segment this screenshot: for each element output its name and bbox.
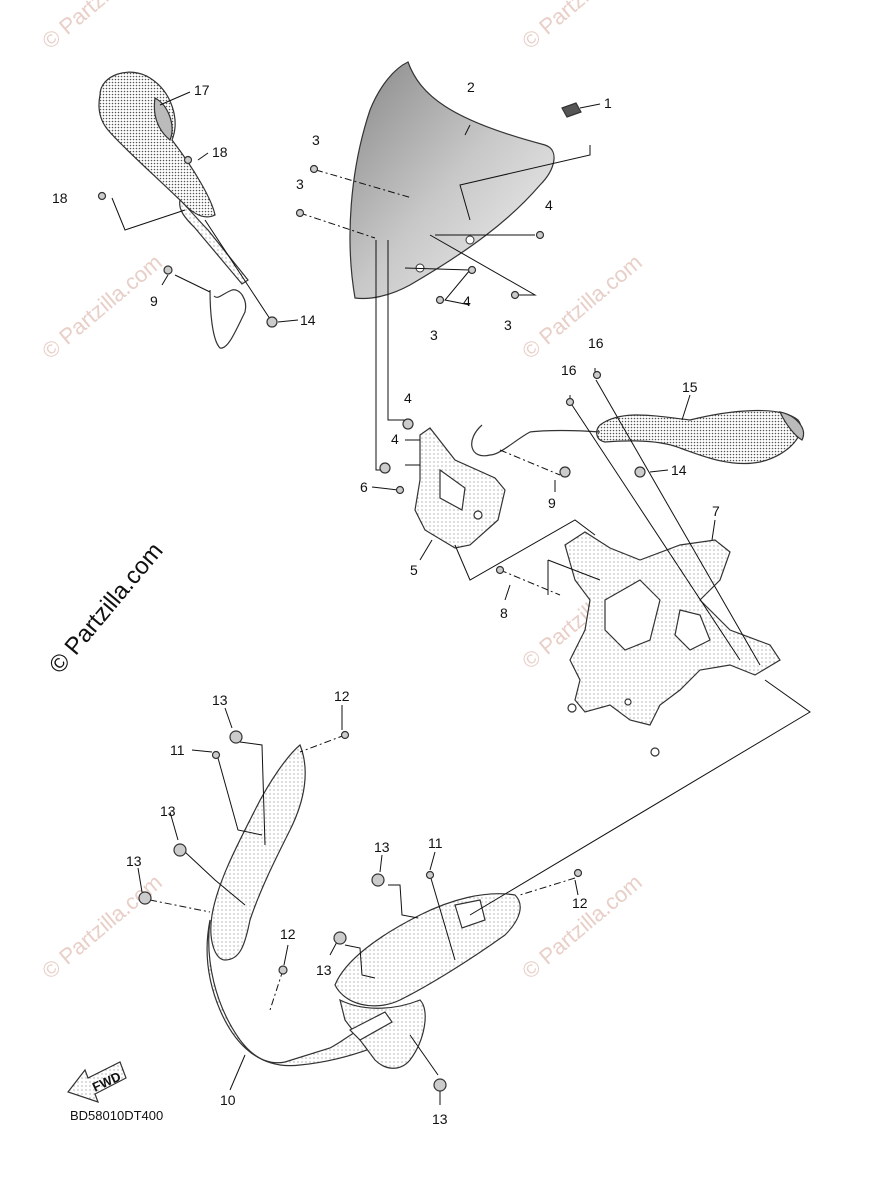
hardware	[97, 155, 646, 1092]
callout-16: 16	[561, 362, 577, 378]
callout-1: 1	[604, 95, 612, 111]
fwd-label: FWD	[90, 1069, 123, 1095]
callout-3: 3	[296, 176, 304, 192]
callout-15: 15	[682, 379, 698, 395]
windscreen-part	[349, 61, 555, 300]
callout-2: 2	[467, 79, 475, 95]
callout-18: 18	[52, 190, 68, 206]
callout-4: 4	[545, 197, 553, 213]
leader-lines	[111, 91, 811, 1105]
callout-11: 11	[428, 835, 443, 851]
callout-14: 14	[671, 462, 687, 478]
right-mirror-wire	[471, 424, 601, 457]
callout-7: 7	[712, 503, 720, 519]
callout-12: 12	[572, 895, 588, 911]
callout-18: 18	[212, 144, 228, 160]
callout-14: 14	[300, 312, 316, 328]
callout-13: 13	[160, 803, 176, 819]
fwd-arrow-icon: FWD	[67, 1061, 127, 1103]
callout-13: 13	[374, 839, 390, 855]
callout-8: 8	[500, 605, 508, 621]
watermark: © Partzilla.com	[517, 869, 647, 983]
left-mirror-wire	[209, 289, 247, 349]
watermark: © Partzilla.com	[37, 869, 167, 983]
callout-13: 13	[126, 853, 142, 869]
callout-4: 4	[463, 293, 471, 309]
callout-11: 11	[170, 742, 185, 758]
callout-5: 5	[410, 562, 418, 578]
callouts: 1 2 3 3 3 3 4 4 4 4 5 6 7 8 9 9 10 11 11…	[52, 79, 720, 1127]
inner-panel-right-part	[334, 893, 521, 1069]
callout-13: 13	[212, 692, 228, 708]
callout-4: 4	[391, 431, 399, 447]
callout-3: 3	[312, 132, 320, 148]
screen-hole	[465, 235, 475, 245]
right-mirror-part	[596, 409, 804, 465]
callout-9: 9	[548, 495, 556, 511]
callout-13: 13	[316, 962, 332, 978]
watermark-main: © Partzilla.com	[44, 538, 169, 679]
callout-4: 4	[404, 390, 412, 406]
callout-6: 6	[360, 479, 368, 495]
callout-13: 13	[432, 1111, 448, 1127]
callout-12: 12	[280, 926, 296, 942]
bracket-part	[414, 427, 506, 549]
callout-16: 16	[588, 335, 604, 351]
left-mirror-part	[98, 71, 249, 285]
callout-9: 9	[150, 293, 158, 309]
watermark: © Partzilla.com	[37, 249, 167, 363]
watermark: © Partzilla.com	[37, 0, 167, 54]
callout-10: 10	[220, 1092, 236, 1108]
callout-17: 17	[194, 82, 210, 98]
stay-part	[564, 531, 781, 757]
diagram-code: BD58010DT400	[70, 1108, 163, 1123]
callout-12: 12	[334, 688, 350, 704]
watermark: © Partzilla.com	[517, 249, 647, 363]
callout-3: 3	[504, 317, 512, 333]
rubber-block-part	[561, 102, 582, 118]
callout-3: 3	[430, 327, 438, 343]
watermark: © Partzilla.com	[517, 0, 647, 54]
